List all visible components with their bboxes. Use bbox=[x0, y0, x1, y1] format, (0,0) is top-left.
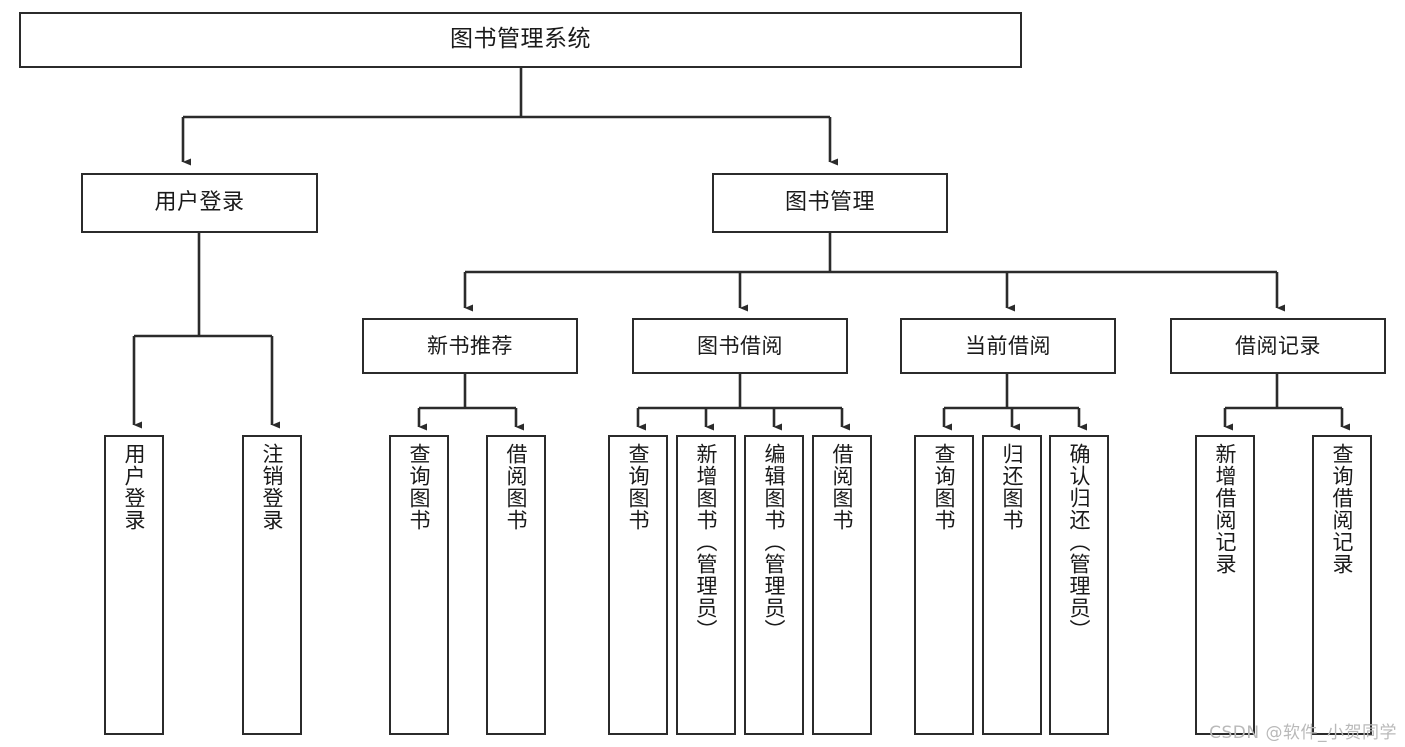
leaf-query-book-current[interactable]: 查询图书 bbox=[914, 435, 974, 735]
node-label: 用户登录 bbox=[154, 190, 245, 216]
node-label: 编辑图书（管理员） bbox=[762, 443, 787, 641]
node-label: 用户登录 bbox=[122, 443, 147, 531]
node-label: 图书管理 bbox=[784, 190, 875, 216]
csdn-watermark: CSDN @软件_小贺同学 bbox=[1209, 723, 1397, 743]
node-book-management[interactable]: 图书管理 bbox=[712, 173, 948, 233]
leaf-user-login[interactable]: 用户登录 bbox=[104, 435, 164, 735]
node-borrowing-records[interactable]: 借阅记录 bbox=[1170, 318, 1386, 374]
node-label: 查询图书 bbox=[932, 443, 957, 531]
node-label: 新增图书（管理员） bbox=[694, 443, 719, 641]
leaf-edit-book-admin[interactable]: 编辑图书（管理员） bbox=[744, 435, 804, 735]
node-label: 借阅记录 bbox=[1235, 333, 1321, 358]
node-label: 借阅图书 bbox=[504, 443, 529, 531]
node-label: 新增借阅记录 bbox=[1213, 443, 1238, 575]
node-label: 注销登录 bbox=[260, 443, 285, 531]
leaf-query-book-borrowing[interactable]: 查询图书 bbox=[608, 435, 668, 735]
leaf-borrow-book-borrowing[interactable]: 借阅图书 bbox=[812, 435, 872, 735]
node-label: 当前借阅 bbox=[965, 333, 1051, 358]
node-book-borrowing[interactable]: 图书借阅 bbox=[632, 318, 848, 374]
node-label: 图书管理系统 bbox=[450, 26, 591, 53]
node-label: 查询图书 bbox=[626, 443, 651, 531]
leaf-return-book[interactable]: 归还图书 bbox=[982, 435, 1042, 735]
node-label: 图书借阅 bbox=[697, 333, 783, 358]
node-label: 新书推荐 bbox=[427, 333, 513, 358]
node-new-book-recommendation[interactable]: 新书推荐 bbox=[362, 318, 578, 374]
node-label: 查询借阅记录 bbox=[1330, 443, 1355, 575]
leaf-add-book-admin[interactable]: 新增图书（管理员） bbox=[676, 435, 736, 735]
node-label: 查询图书 bbox=[407, 443, 432, 531]
leaf-query-borrowing-record[interactable]: 查询借阅记录 bbox=[1312, 435, 1372, 735]
leaf-add-borrowing-record[interactable]: 新增借阅记录 bbox=[1195, 435, 1255, 735]
node-user-login[interactable]: 用户登录 bbox=[81, 173, 318, 233]
leaf-query-book-new-recommendation[interactable]: 查询图书 bbox=[389, 435, 449, 735]
leaf-borrow-book-new-recommendation[interactable]: 借阅图书 bbox=[486, 435, 546, 735]
node-label: 确认归还（管理员） bbox=[1067, 443, 1092, 641]
node-label: 归还图书 bbox=[1000, 443, 1025, 531]
node-current-borrowing[interactable]: 当前借阅 bbox=[900, 318, 1116, 374]
leaf-confirm-return-admin[interactable]: 确认归还（管理员） bbox=[1049, 435, 1109, 735]
node-label: 借阅图书 bbox=[830, 443, 855, 531]
leaf-logout[interactable]: 注销登录 bbox=[242, 435, 302, 735]
node-root-book-management-system[interactable]: 图书管理系统 bbox=[19, 12, 1022, 68]
